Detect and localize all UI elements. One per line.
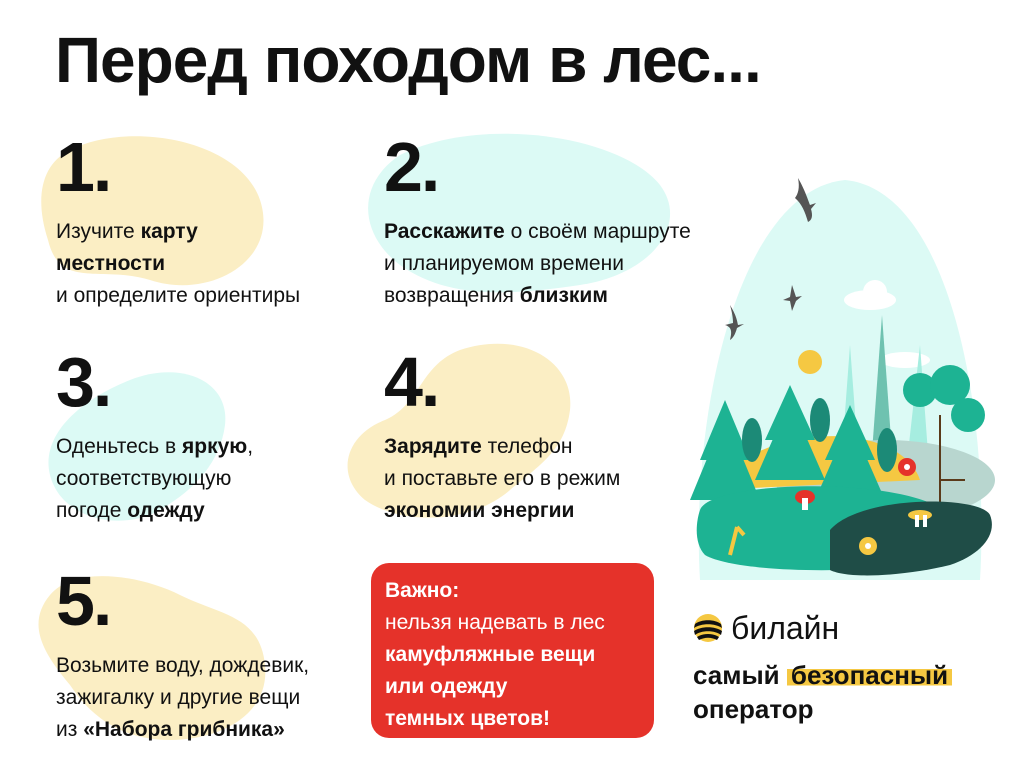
tip-line: и планируемом времени bbox=[384, 248, 691, 280]
tip-emphasis: карту bbox=[140, 220, 198, 243]
tip-line: и поставьте его в режим bbox=[384, 463, 620, 495]
tip-emphasis: Зарядите bbox=[384, 435, 482, 458]
yellow-blob-4 bbox=[347, 343, 571, 518]
slogan-highlight: безопасный bbox=[786, 660, 953, 690]
tip-line: погоде одежду bbox=[56, 495, 253, 527]
tip-line: и определите ориентиры bbox=[56, 280, 300, 312]
tip-emphasis: близким bbox=[519, 284, 608, 307]
mint-blob-2 bbox=[368, 133, 671, 293]
tip-line: местности bbox=[56, 248, 300, 280]
warning-line-4: темных цветов! bbox=[385, 707, 551, 730]
tip-text-segment: Изучите bbox=[56, 220, 141, 243]
tip-text-segment: возвращения bbox=[384, 284, 520, 307]
tip-text: Возьмите воду, дождевик, зажигалку и друг… bbox=[56, 650, 309, 746]
warning-line-3: или одежду bbox=[385, 675, 508, 698]
tip-line: Изучите карту bbox=[56, 216, 300, 248]
yellow-blob-1 bbox=[41, 136, 264, 286]
tip-text-segment: соответствующую bbox=[56, 467, 232, 490]
brand-logo: билайн bbox=[693, 612, 952, 644]
tip-emphasis: одежду bbox=[127, 499, 205, 522]
tip-line: экономии энергии bbox=[384, 495, 620, 527]
tip-emphasis: Расскажите bbox=[384, 220, 505, 243]
tip-text-segment: Возьмите воду, дождевик, bbox=[56, 654, 310, 677]
tip-emphasis: «Набора грибника» bbox=[83, 718, 285, 741]
tip-number: 3. bbox=[56, 343, 112, 421]
warning-heading: Важно: bbox=[385, 579, 460, 602]
tip-number: 5. bbox=[56, 562, 112, 640]
tip-text-segment: , bbox=[247, 435, 254, 458]
tip-emphasis: экономии энергии bbox=[384, 499, 575, 522]
bird-icon bbox=[795, 178, 816, 222]
tip-line: Зарядите телефон bbox=[384, 431, 620, 463]
tip-line: Оденьтесь в яркую, bbox=[56, 431, 253, 463]
tip-text-segment: из bbox=[56, 718, 84, 741]
tip-line: возвращения близким bbox=[384, 280, 691, 312]
tip-text-segment: Оденьтесь в bbox=[56, 435, 183, 458]
tip-line: соответствующую bbox=[56, 463, 253, 495]
tip-text-segment: телефон bbox=[481, 435, 573, 458]
warning-line-1: нельзя надевать в лес bbox=[385, 611, 605, 634]
tip-text-segment: зажигалку и другие вещи bbox=[56, 686, 301, 709]
tip-number: 4. bbox=[384, 343, 440, 421]
yellow-blob-5 bbox=[38, 576, 266, 740]
tip-text: Изучите карту местности и определите ориен… bbox=[56, 216, 300, 312]
tip-5: 5. Возьмите воду, дождевик,зажигалку и д… bbox=[56, 566, 309, 746]
bird-icon bbox=[725, 305, 744, 340]
tip-line: Расскажите о своём маршруте bbox=[384, 216, 691, 248]
tip-text-segment: и определите ориентиры bbox=[56, 284, 301, 307]
tip-text-segment: и планируемом времени bbox=[384, 252, 624, 275]
tip-emphasis: яркую bbox=[182, 435, 248, 458]
slogan-pre: самый bbox=[693, 660, 787, 690]
tip-text: Расскажите о своём маршруте и планируемом… bbox=[384, 216, 691, 312]
tip-text: Зарядите телефон и поставьте его в режим э… bbox=[384, 431, 620, 527]
tip-text-segment: погоде bbox=[56, 499, 128, 522]
tip-text: Оденьтесь в яркую, соответствующую погоде … bbox=[56, 431, 253, 527]
slogan-post: оператор bbox=[693, 694, 814, 724]
page-title: Перед походом в лес... bbox=[55, 24, 762, 96]
forest-illustration bbox=[690, 178, 995, 580]
warning-box: Важно: нельзя надевать в лес камуфляжные… bbox=[371, 563, 654, 738]
beeline-striped-ball-icon bbox=[694, 614, 722, 642]
tip-number: 1. bbox=[56, 128, 112, 206]
tip-line: из «Набора грибника» bbox=[56, 714, 309, 746]
brand-block: билайн самый безопасный оператор bbox=[693, 612, 953, 726]
tip-emphasis: местности bbox=[56, 252, 166, 275]
warning-line-2: камуфляжные вещи bbox=[385, 643, 596, 666]
tip-text-segment: о своём маршруте bbox=[504, 220, 691, 243]
bird-icon bbox=[783, 285, 802, 311]
tip-text-segment: и поставьте его в режим bbox=[384, 467, 621, 490]
brand-name: билайн bbox=[731, 610, 840, 646]
tip-line: зажигалку и другие вещи bbox=[56, 682, 309, 714]
brand-slogan: самый безопасный оператор bbox=[693, 658, 953, 726]
tip-number: 2. bbox=[384, 128, 440, 206]
tip-line: Возьмите воду, дождевик, bbox=[56, 650, 309, 682]
mint-blob-3 bbox=[48, 372, 226, 521]
